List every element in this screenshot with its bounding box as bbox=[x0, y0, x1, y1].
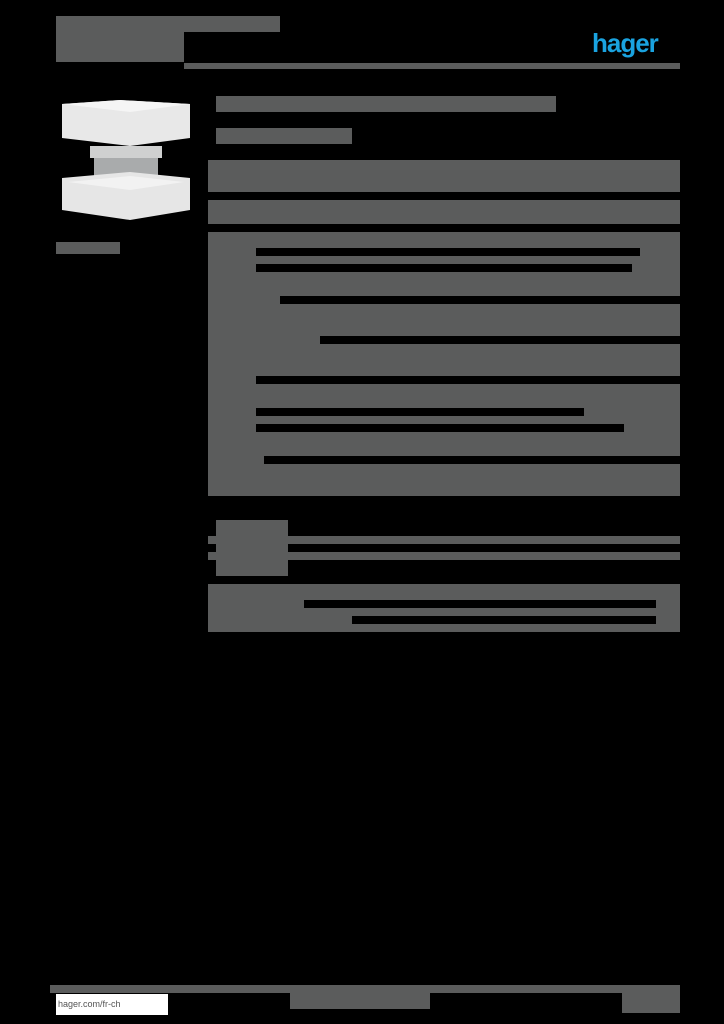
footer-right-redacted bbox=[622, 993, 680, 1013]
row-divider bbox=[280, 296, 680, 304]
row-divider bbox=[256, 264, 632, 272]
row-divider bbox=[320, 336, 680, 344]
rule bbox=[208, 536, 680, 544]
spec-table-3 bbox=[208, 232, 680, 496]
row-divider bbox=[256, 408, 584, 416]
rule bbox=[208, 552, 680, 560]
label-redacted bbox=[216, 520, 288, 576]
row-divider bbox=[256, 376, 680, 384]
spec-block-1 bbox=[208, 160, 680, 192]
header-rule bbox=[184, 63, 680, 69]
image-caption-redacted bbox=[56, 242, 120, 254]
footer-center-redacted bbox=[290, 993, 430, 1009]
footer-url[interactable]: hager.com/fr-ch bbox=[56, 994, 168, 1015]
product-subheading-redacted bbox=[216, 128, 352, 144]
row-divider bbox=[256, 248, 640, 256]
row-divider bbox=[304, 600, 656, 608]
subtitle2-redacted bbox=[134, 32, 184, 62]
subtitle-redacted bbox=[56, 32, 134, 62]
row-divider bbox=[256, 424, 624, 432]
row-divider bbox=[264, 456, 680, 464]
row-divider bbox=[352, 616, 656, 624]
product-heading-redacted bbox=[216, 96, 556, 112]
product-image bbox=[62, 100, 190, 220]
footer-rule bbox=[50, 985, 680, 993]
spec-table-4 bbox=[208, 584, 680, 632]
title-redacted bbox=[56, 16, 280, 32]
spec-block-2 bbox=[208, 200, 680, 224]
hager-logo: hager bbox=[592, 28, 659, 58]
